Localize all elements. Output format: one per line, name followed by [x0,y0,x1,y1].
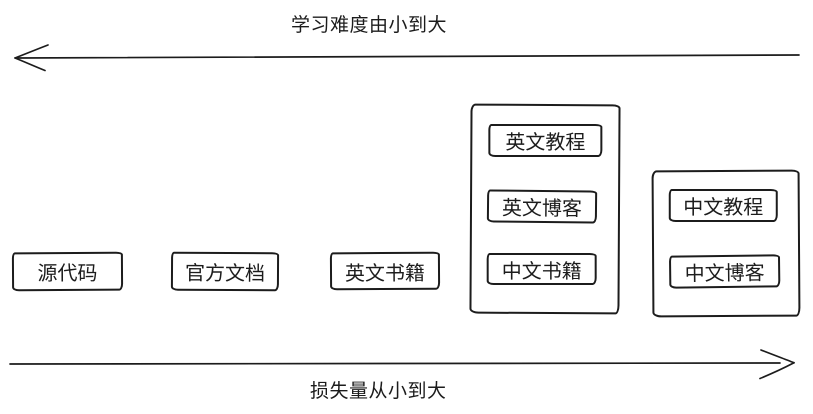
left-arrow [14,44,800,72]
box-source-code-label: 源代码 [37,260,98,286]
top-axis-label: 学习难度由小到大 [291,14,448,36]
box-english-books: 英文书籍 [329,251,441,291]
box-official-docs-label: 官方文档 [184,260,266,286]
box-chinese-tutorials-label: 中文教程 [683,194,764,220]
bottom-axis-label: 损失量从小到大 [310,380,447,402]
box-source-code: 源代码 [11,251,124,292]
box-english-tutorials-label: 英文教程 [505,129,586,155]
box-chinese-blogs: 中文博客 [668,254,781,289]
group-box-middle: 英文教程 英文博客 中文书籍 [469,103,621,315]
box-chinese-books: 中文书籍 [486,252,597,286]
box-english-blogs: 英文博客 [486,189,598,224]
box-english-books-label: 英文书籍 [344,260,426,285]
box-official-docs: 官方文档 [170,251,280,292]
box-chinese-blogs-label: 中文博客 [684,260,765,286]
box-chinese-tutorials: 中文教程 [668,188,778,223]
box-english-tutorials: 英文教程 [488,123,603,158]
box-english-blogs-label: 英文博客 [501,195,583,221]
group-box-right: 中文教程 中文博客 [651,169,801,318]
right-arrow [9,349,795,380]
box-chinese-books-label: 中文书籍 [501,258,582,283]
